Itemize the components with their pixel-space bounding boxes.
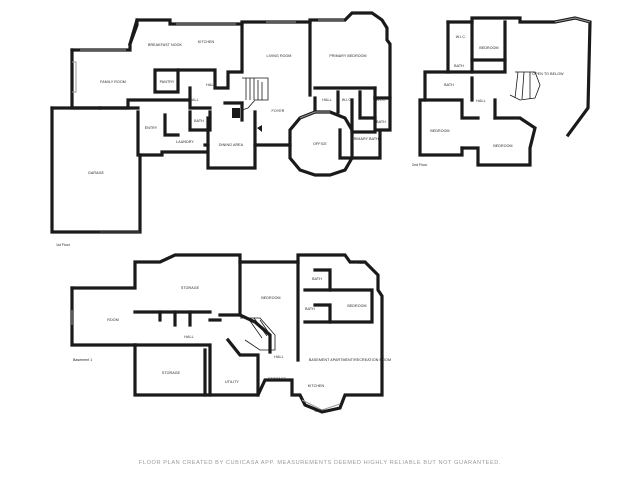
- room-primary-bedroom: Primary Bedroom: [329, 54, 367, 58]
- room-bath-mid-2f: Bath: [444, 83, 454, 87]
- room-garage: Garage: [88, 171, 104, 175]
- room-bath-b1-b: Bath: [305, 307, 315, 311]
- room-kitchen-b: Kitchen: [307, 384, 325, 388]
- room-bedroom-top-2f: Bedroom: [479, 46, 499, 50]
- room-pantry: Pantry: [159, 80, 175, 84]
- level-label-basement: Basement 1: [73, 358, 93, 362]
- room-wic-b: W.I.C.: [375, 98, 387, 102]
- room-wic-b1: W.I.C.: [357, 261, 369, 265]
- room-office: Office: [313, 142, 327, 146]
- room-bedroom-b1: Bedroom: [261, 296, 281, 300]
- room-room-b: Room: [107, 318, 119, 322]
- room-bedroom-b1-b: Bedroom: [347, 304, 367, 308]
- second-floor-plan: [418, 16, 592, 167]
- room-hall-b: Hall: [189, 98, 199, 102]
- basement-plan: [70, 253, 384, 414]
- level-label-first-floor: 1st Floor: [56, 243, 70, 247]
- room-wic-a: W.I.C.: [341, 98, 353, 102]
- room-bath: Bath: [194, 119, 204, 123]
- room-storage-small-b: Storage: [267, 377, 287, 381]
- room-hall-a: Hall: [206, 83, 216, 87]
- room-laundry: Laundry: [176, 140, 194, 144]
- room-open-to-below: Open To Below: [532, 72, 564, 76]
- room-storage-top-b: Storage: [180, 286, 200, 290]
- room-closet-b: Closet: [314, 409, 330, 413]
- room-bedroom-right-2f: Bedroom: [493, 144, 513, 148]
- room-bath-top-2f: Bath: [454, 64, 464, 68]
- room-breakfast-nook: Breakfast Nook: [147, 43, 183, 47]
- room-hall-b1: Hall: [184, 335, 194, 339]
- room-bedroom-left-2f: Bedroom: [430, 129, 450, 133]
- room-bath-b1: Bath: [312, 277, 322, 281]
- room-hall-2f: Hall: [476, 99, 486, 103]
- room-living-room: Living Room: [266, 54, 292, 58]
- room-hall-b1-b: Hall: [274, 355, 284, 359]
- level-label-second-floor: 2nd Floor: [412, 163, 428, 167]
- room-kitchen: Kitchen: [197, 40, 215, 44]
- room-storage-bottom-b: Storage: [161, 371, 181, 375]
- room-hall-c: Hall: [322, 98, 332, 102]
- room-foyer: Foyer: [271, 109, 285, 113]
- room-wic-2f: W.I.C.: [455, 35, 467, 39]
- room-basement-apartment: Basement Apartment/Recreation Room: [308, 358, 392, 362]
- room-utility-b: Utility: [224, 380, 240, 384]
- room-family-room: Family Room: [100, 80, 126, 84]
- floor-plan-disclaimer: FLOOR PLAN CREATED BY CUBICASA APP. MEAS…: [138, 460, 502, 466]
- room-entry: Entry: [144, 126, 158, 130]
- room-dining-area: Dining Area: [218, 143, 244, 147]
- first-floor-plan: [50, 11, 392, 234]
- room-bath-b: Bath: [376, 120, 386, 124]
- room-primary-bath: Primary Bath: [351, 137, 379, 141]
